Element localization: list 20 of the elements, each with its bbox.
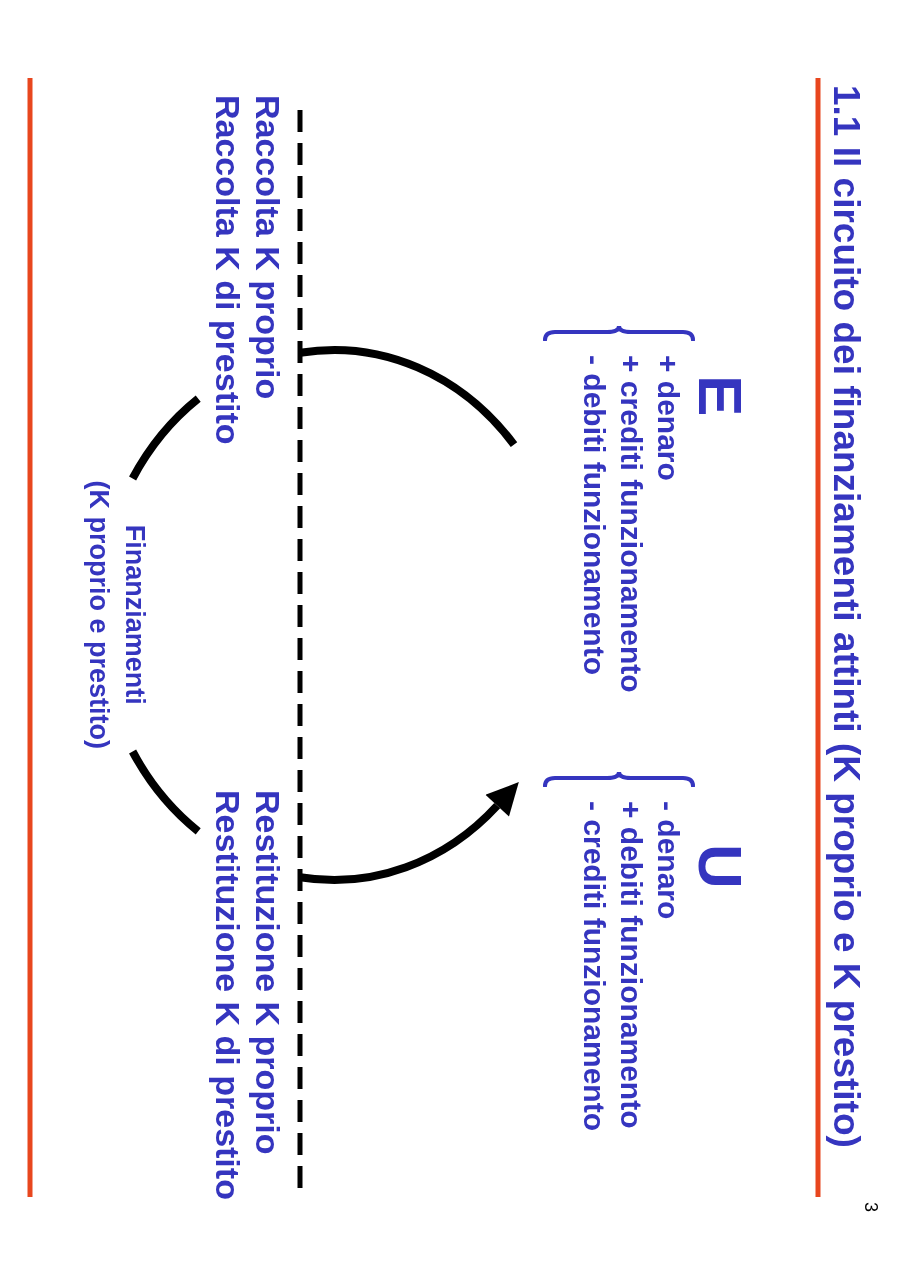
list-item: - debiti funzionamento (577, 355, 612, 675)
slide-title: 1.1 Il circuito dei finanziamenti attinti (K proprio e K prestito) (825, 85, 868, 1148)
group-heading: E (689, 375, 751, 417)
cycle-step-label: Restituzione K proprio (248, 790, 288, 1155)
curved-connector (129, 395, 201, 481)
group-heading: U (689, 844, 751, 889)
page-number: 3 (860, 1202, 882, 1212)
list-item: - crediti funzionamento (577, 801, 612, 1131)
curved-arrow (299, 783, 521, 884)
list-item: + debiti funzionamento (614, 801, 649, 1129)
cycle-step-label: Raccolta K di prestito (208, 95, 248, 445)
curved-connector (299, 346, 518, 448)
cycle-step-label: (K proprio e prestito) (83, 480, 115, 749)
list-item: - denaro (651, 801, 686, 920)
cycle-step-label: Finanziamenti (119, 524, 151, 705)
list-item: + crediti funzionamento (614, 355, 649, 693)
list-item: + denaro (651, 355, 686, 481)
cycle-step-label: Restituzione K di prestito (208, 790, 248, 1200)
cycle-step-label: Raccolta K proprio (248, 95, 288, 400)
curved-connector (129, 749, 201, 835)
